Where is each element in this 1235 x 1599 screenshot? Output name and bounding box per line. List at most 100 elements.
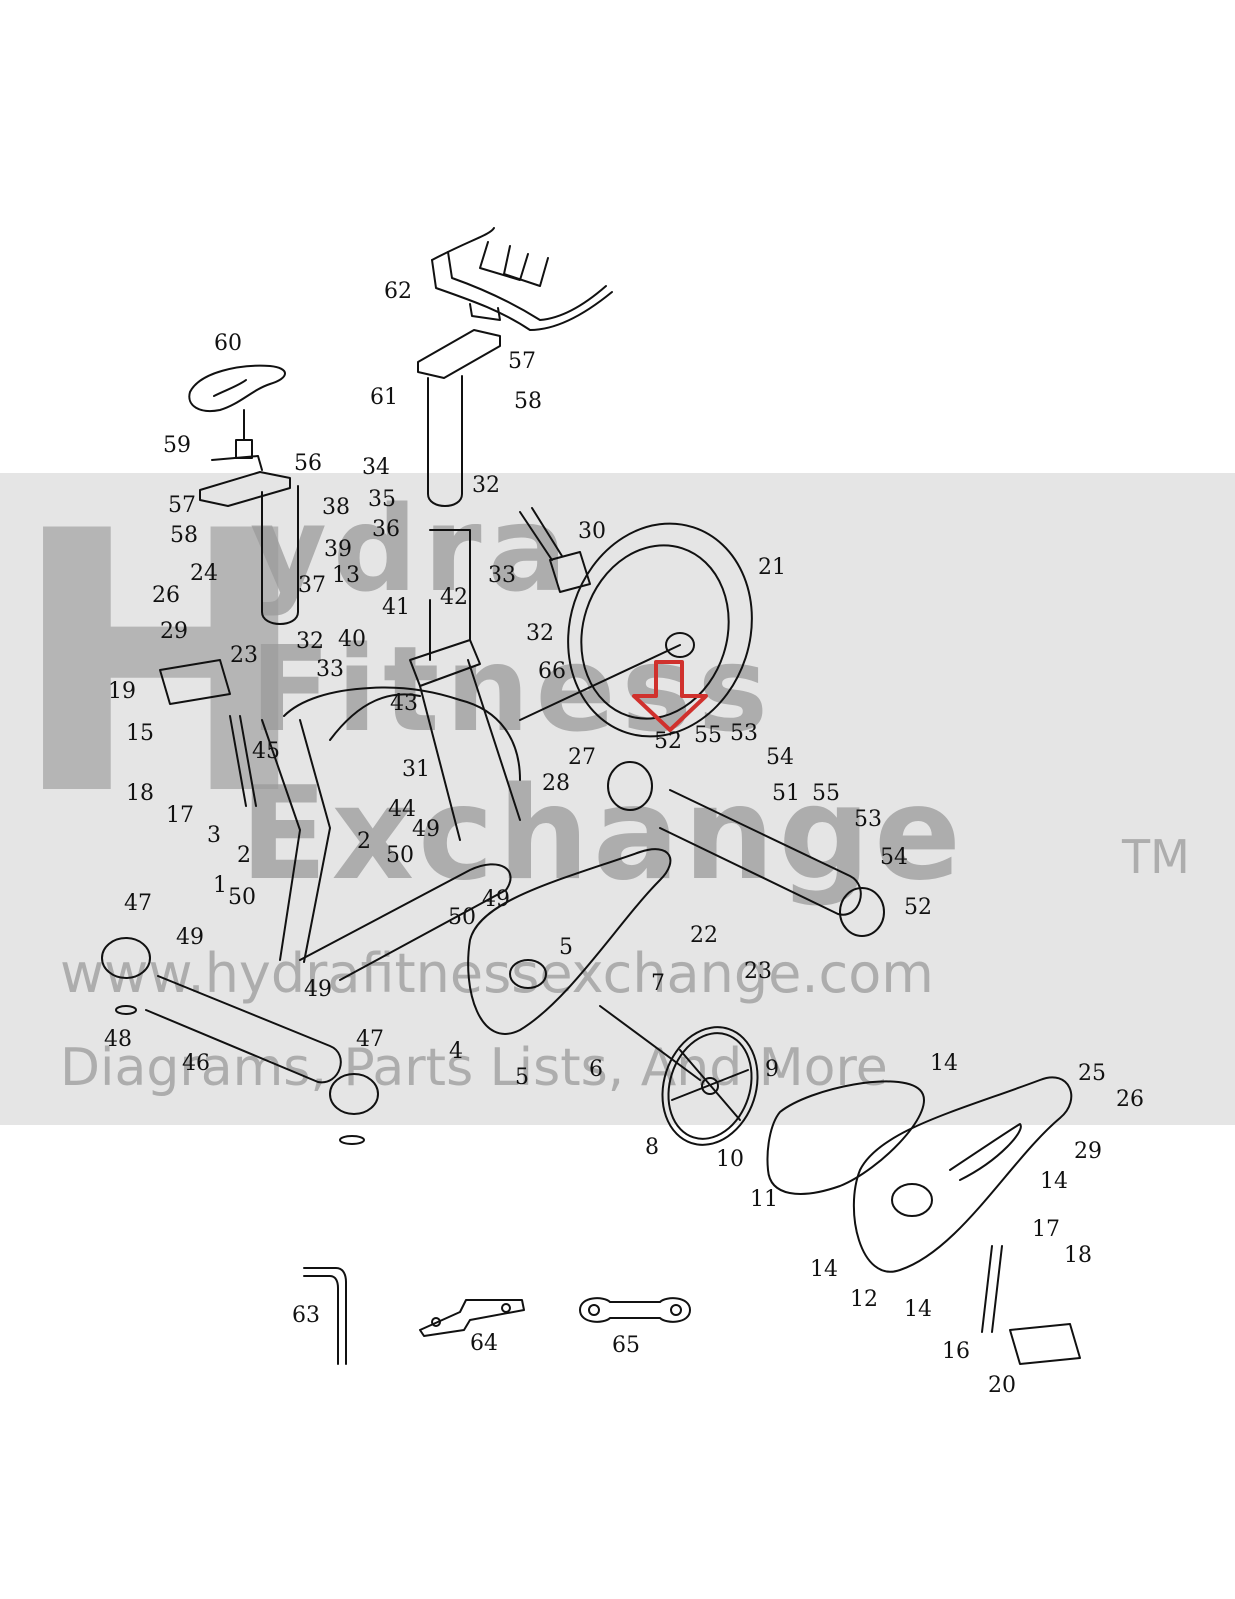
- seat: [188, 364, 286, 459]
- part-label-61: 61: [370, 385, 398, 410]
- main-frame: [261, 529, 521, 981]
- seat-post: [199, 455, 299, 625]
- handlebar-post: [417, 329, 501, 507]
- part-label-25: 25: [1078, 1061, 1106, 1086]
- part-label-32: 32: [472, 473, 500, 498]
- part-label-41: 41: [382, 595, 410, 620]
- part-label-40: 40: [338, 627, 366, 652]
- part-label-51: 51: [772, 781, 800, 806]
- part-label-28: 28: [542, 771, 570, 796]
- drive-belt: [766, 1080, 925, 1195]
- part-label-27: 27: [568, 745, 596, 770]
- part-label-36: 36: [372, 517, 400, 542]
- part-label-24: 24: [190, 561, 218, 586]
- part-label-4: 4: [449, 1039, 463, 1064]
- part-label-58: 58: [170, 523, 198, 548]
- part-label-21: 21: [758, 555, 786, 580]
- part-label-34: 34: [362, 455, 390, 480]
- part-label-14: 14: [1040, 1169, 1068, 1194]
- part-label-33: 33: [316, 657, 344, 682]
- watermark-band: [0, 473, 1235, 1125]
- part-label-2: 2: [357, 829, 371, 854]
- part-label-43: 43: [390, 691, 418, 716]
- part-label-54: 54: [880, 845, 908, 870]
- flywheel: [519, 522, 753, 738]
- part-label-42: 42: [440, 585, 468, 610]
- part-label-47: 47: [124, 891, 152, 916]
- part-label-47: 47: [356, 1027, 384, 1052]
- rear-stabilizer: [607, 761, 885, 937]
- part-label-55: 55: [812, 781, 840, 806]
- part-label-57: 57: [508, 349, 536, 374]
- part-label-32: 32: [526, 621, 554, 646]
- part-label-29: 29: [160, 619, 188, 644]
- part-label-39: 39: [324, 537, 352, 562]
- part-label-26: 26: [1116, 1087, 1144, 1112]
- part-label-3: 3: [207, 823, 221, 848]
- part-label-50: 50: [386, 843, 414, 868]
- part-label-23: 23: [230, 643, 258, 668]
- part-label-18: 18: [126, 781, 154, 806]
- part-label-45: 45: [252, 739, 280, 764]
- part-label-7: 7: [651, 971, 665, 996]
- part-label-31: 31: [402, 757, 430, 782]
- part-label-54: 54: [766, 745, 794, 770]
- part-label-18: 18: [1064, 1243, 1092, 1268]
- part-label-8: 8: [645, 1135, 659, 1160]
- part-label-46: 46: [182, 1051, 210, 1076]
- part-label-5: 5: [515, 1065, 529, 1090]
- part-label-35: 35: [368, 487, 396, 512]
- part-label-57: 57: [168, 493, 196, 518]
- inner-chain-guard: [467, 848, 672, 1035]
- part-label-62: 62: [384, 279, 412, 304]
- front-stabilizer: [101, 937, 379, 1145]
- part-label-2: 2: [237, 843, 251, 868]
- part-label-65: 65: [612, 1333, 640, 1358]
- part-label-64: 64: [470, 1331, 498, 1356]
- part-label-60: 60: [214, 331, 242, 356]
- part-label-44: 44: [388, 797, 416, 822]
- part-label-12: 12: [850, 1287, 878, 1312]
- part-label-52: 52: [904, 895, 932, 920]
- part-label-14: 14: [930, 1051, 958, 1076]
- part-label-55: 55: [694, 723, 722, 748]
- part-label-50: 50: [448, 905, 476, 930]
- part-label-66: 66: [538, 659, 566, 684]
- part-label-11: 11: [750, 1187, 778, 1212]
- part-label-1: 1: [213, 873, 227, 898]
- part-label-49: 49: [482, 887, 510, 912]
- part-label-63: 63: [292, 1303, 320, 1328]
- part-label-15: 15: [126, 721, 154, 746]
- part-label-6: 6: [589, 1057, 603, 1082]
- part-label-10: 10: [716, 1147, 744, 1172]
- part-label-20: 20: [988, 1373, 1016, 1398]
- handlebar: [431, 227, 613, 331]
- belt-pulley: [599, 1005, 759, 1146]
- part-label-29: 29: [1074, 1139, 1102, 1164]
- part-label-5: 5: [559, 935, 573, 960]
- tools: [303, 1267, 691, 1365]
- watermark-line1: ydra: [250, 480, 574, 618]
- watermark-line3: Exchange: [240, 760, 965, 909]
- part-label-13: 13: [332, 563, 360, 588]
- part-label-49: 49: [176, 925, 204, 950]
- part-label-50: 50: [228, 885, 256, 910]
- watermark-tm: TM: [1122, 830, 1190, 884]
- brake-assembly: [519, 507, 591, 593]
- part-label-32: 32: [296, 629, 324, 654]
- part-label-49: 49: [304, 977, 332, 1002]
- part-label-19: 19: [108, 679, 136, 704]
- outer-chain-guard: [852, 1076, 1073, 1273]
- part-label-14: 14: [810, 1257, 838, 1282]
- highlight-arrow: [632, 660, 708, 732]
- part-label-17: 17: [1032, 1217, 1060, 1242]
- part-label-48: 48: [104, 1027, 132, 1052]
- part-label-49: 49: [412, 817, 440, 842]
- part-label-37: 37: [298, 573, 326, 598]
- part-label-33: 33: [488, 563, 516, 588]
- part-label-16: 16: [942, 1339, 970, 1364]
- part-label-26: 26: [152, 583, 180, 608]
- part-label-53: 53: [730, 721, 758, 746]
- part-label-56: 56: [294, 451, 322, 476]
